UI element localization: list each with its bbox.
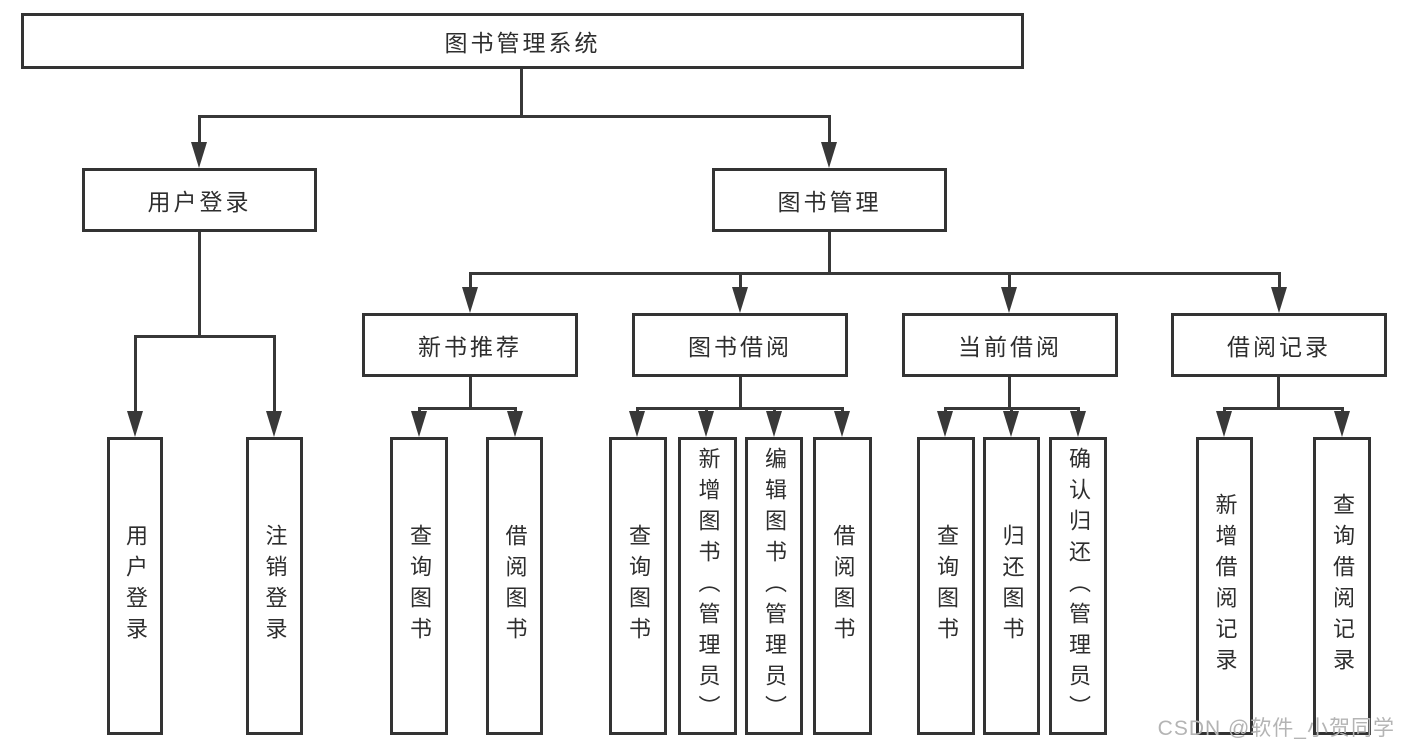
- node-label: 查询借阅记录: [1330, 493, 1355, 679]
- node-book-management: 图书管理: [712, 168, 947, 232]
- node-leaf-query-books: 查询图书: [609, 437, 667, 735]
- node-label: 注销登录: [262, 524, 288, 648]
- node-book-borrow: 图书借阅: [632, 313, 848, 377]
- arrowhead: [1271, 287, 1287, 313]
- node-leaf-add-borrow-record: 新增借阅记录: [1196, 437, 1253, 735]
- node-label: 图书管理: [777, 189, 882, 215]
- arrowhead: [507, 411, 523, 437]
- node-leaf-user-login: 用户登录: [107, 437, 163, 735]
- node-user-login: 用户登录: [82, 168, 317, 232]
- connector: [469, 272, 1281, 275]
- node-borrow-records: 借阅记录: [1171, 313, 1387, 377]
- connector: [1008, 272, 1011, 292]
- arrowhead: [1070, 411, 1086, 437]
- node-label: 图书管理系统: [444, 30, 601, 56]
- node-leaf-edit-book-admin: 编辑图书（管理员）: [745, 437, 803, 735]
- connector: [636, 407, 844, 410]
- connector: [739, 377, 742, 407]
- node-leaf-query-borrow-record: 查询借阅记录: [1313, 437, 1371, 735]
- node-label: 新增借阅记录: [1212, 493, 1238, 679]
- arrowhead: [1001, 287, 1017, 313]
- connector: [134, 335, 137, 414]
- arrowhead: [834, 411, 850, 437]
- arrowhead: [462, 287, 478, 313]
- node-label: 用户登录: [147, 189, 252, 215]
- arrowhead: [266, 411, 282, 437]
- connector: [1277, 377, 1280, 407]
- node-leaf-confirm-return-admin: 确认归还（管理员）: [1049, 437, 1107, 735]
- node-library-management-system: 图书管理系统: [21, 13, 1024, 69]
- connector: [1223, 407, 1344, 410]
- arrowhead: [766, 411, 782, 437]
- connector: [469, 272, 472, 292]
- node-leaf-borrow-books: 借阅图书: [486, 437, 543, 735]
- connector: [198, 115, 201, 147]
- connector: [469, 377, 472, 407]
- connector: [520, 69, 523, 115]
- node-label: 新增图书（管理员）: [695, 446, 721, 726]
- connector: [1278, 272, 1281, 292]
- node-label: 用户登录: [123, 524, 148, 648]
- arrowhead: [411, 411, 427, 437]
- node-label: 归还图书: [999, 524, 1025, 648]
- node-label: 新书推荐: [418, 334, 522, 360]
- connector: [198, 115, 831, 118]
- arrowhead: [191, 142, 207, 168]
- connector: [418, 407, 517, 410]
- node-label: 借阅图书: [502, 524, 528, 648]
- connector: [828, 232, 831, 272]
- node-leaf-query-books: 查询图书: [917, 437, 975, 735]
- node-new-book-recommend: 新书推荐: [362, 313, 578, 377]
- arrowhead: [937, 411, 953, 437]
- arrowhead: [1003, 411, 1019, 437]
- arrowhead: [1216, 411, 1232, 437]
- node-current-borrow: 当前借阅: [902, 313, 1118, 377]
- connector: [739, 272, 742, 292]
- node-label: 确认归还（管理员）: [1066, 446, 1091, 726]
- node-leaf-logout: 注销登录: [246, 437, 303, 735]
- node-leaf-borrow-books: 借阅图书: [813, 437, 872, 735]
- node-leaf-query-books: 查询图书: [390, 437, 448, 735]
- node-label: 编辑图书（管理员）: [762, 446, 787, 726]
- node-label: 查询图书: [407, 524, 432, 648]
- node-leaf-return-books: 归还图书: [983, 437, 1040, 735]
- arrowhead: [1334, 411, 1350, 437]
- node-label: 图书借阅: [688, 334, 792, 360]
- connector: [1008, 377, 1011, 407]
- node-leaf-add-book-admin: 新增图书（管理员）: [678, 437, 737, 735]
- arrowhead: [629, 411, 645, 437]
- connector: [198, 232, 201, 335]
- node-label: 查询图书: [626, 524, 651, 648]
- arrowhead: [698, 411, 714, 437]
- node-label: 当前借阅: [958, 334, 1062, 360]
- node-label: 借阅记录: [1227, 334, 1331, 360]
- connector: [828, 115, 831, 147]
- connector: [273, 335, 276, 414]
- arrowhead: [127, 411, 143, 437]
- arrowhead: [821, 142, 837, 168]
- node-label: 查询图书: [934, 524, 959, 648]
- connector: [134, 335, 276, 338]
- arrowhead: [732, 287, 748, 313]
- node-label: 借阅图书: [830, 524, 856, 648]
- watermark: CSDN @软件_小贺同学: [1157, 717, 1395, 740]
